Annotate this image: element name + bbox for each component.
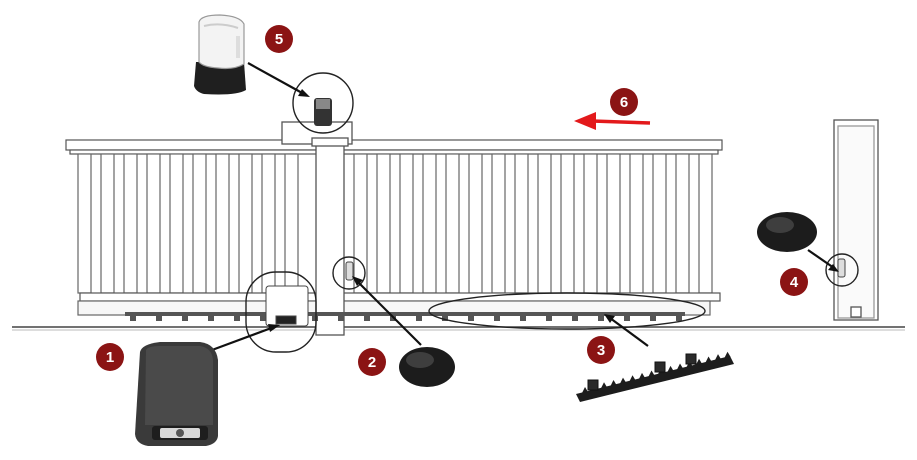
rack-tooth	[468, 316, 474, 321]
rack-piece-tooth	[696, 358, 702, 365]
gate-rack	[125, 312, 685, 321]
gate-bar	[376, 153, 391, 294]
gate-bar	[238, 153, 253, 294]
svg-text:6: 6	[620, 94, 628, 111]
left-pillar	[281, 121, 353, 336]
gate-bar	[560, 153, 575, 294]
svg-text:5: 5	[275, 31, 283, 48]
rack-tooth	[364, 316, 370, 321]
rack-tooth	[260, 316, 266, 321]
gate-bar	[514, 153, 529, 294]
gate-bar	[698, 153, 713, 294]
rack-tooth	[494, 316, 500, 321]
rack-tooth	[546, 316, 552, 321]
rack-piece-tooth	[715, 354, 721, 361]
photocell-icon	[399, 347, 455, 387]
gate-bar	[146, 153, 161, 294]
gate-bar	[606, 153, 621, 294]
rack-tooth	[442, 316, 448, 321]
callout-badge-4: 4	[780, 268, 808, 296]
photocell-icon	[757, 212, 817, 252]
gate-bar	[169, 153, 184, 294]
gate-bar	[100, 153, 115, 294]
rack-piece-tooth	[601, 382, 607, 389]
rack-piece-tooth	[629, 375, 636, 382]
rack-tooth	[234, 316, 240, 321]
gate-bar	[491, 153, 506, 294]
svg-text:2: 2	[368, 354, 376, 371]
rack-piece-tooth	[639, 372, 645, 379]
rack-piece-tooth	[724, 351, 731, 358]
gate-bars	[77, 153, 713, 294]
sliding-gate	[65, 139, 723, 316]
rack-tooth	[156, 316, 162, 321]
rack-tooth	[312, 316, 318, 321]
callout-badge-1: 1	[96, 343, 124, 371]
callout-badge-2: 2	[358, 348, 386, 376]
rack-piece-tooth	[677, 363, 683, 370]
gate-bar	[192, 153, 207, 294]
gate-bar	[675, 153, 690, 294]
rack-tooth	[182, 316, 188, 321]
pointer-arrowheads	[268, 89, 839, 332]
rack-piece-tooth	[667, 365, 674, 372]
rack-piece-tooth	[648, 370, 655, 377]
rack-tooth	[338, 316, 344, 321]
gate-bar	[652, 153, 667, 294]
gate-bar	[77, 153, 92, 294]
rack-tooth	[650, 316, 656, 321]
rack-tooth	[572, 316, 578, 321]
svg-text:4: 4	[790, 274, 799, 291]
rack-piece-tooth	[620, 377, 626, 384]
rack-tooth	[520, 316, 526, 321]
gate-bar	[422, 153, 437, 294]
rack-piece-tooth	[610, 379, 617, 386]
gate-bar	[399, 153, 414, 294]
callout-badge-6: 6	[610, 88, 638, 116]
highlight-circles	[245, 72, 859, 353]
post-photocells	[345, 258, 846, 281]
gate-bar	[468, 153, 483, 294]
gate-bar	[583, 153, 598, 294]
callout-badges: 5 6 1 2 3 4	[96, 25, 808, 376]
ground-line	[12, 326, 905, 331]
motor-in-circle	[265, 285, 309, 327]
rack-tooth	[676, 316, 682, 321]
gear-rack-icon	[576, 351, 734, 402]
rack-piece-tooth	[582, 387, 588, 393]
rack-tooth	[416, 316, 422, 321]
gate-motor-icon	[135, 342, 218, 446]
gate-bar	[215, 153, 230, 294]
rack-tooth	[624, 316, 630, 321]
svg-text:1: 1	[106, 349, 114, 366]
opening-direction-arrow	[574, 112, 651, 130]
pillar-lamp	[314, 98, 332, 126]
gate-bar	[537, 153, 552, 294]
rack-tooth	[208, 316, 214, 321]
right-pillar	[833, 119, 879, 321]
callout-badge-5: 5	[265, 25, 293, 53]
rack-tooth	[598, 316, 604, 321]
gate-bar	[445, 153, 460, 294]
rack-tooth	[130, 316, 136, 321]
pointer-lines	[211, 62, 835, 352]
gate-bar	[629, 153, 644, 294]
callout-badge-3: 3	[587, 336, 615, 364]
warning-light-icon	[194, 14, 246, 95]
svg-text:3: 3	[597, 342, 605, 359]
rack-piece-tooth	[705, 356, 712, 363]
gate-bar	[123, 153, 138, 294]
